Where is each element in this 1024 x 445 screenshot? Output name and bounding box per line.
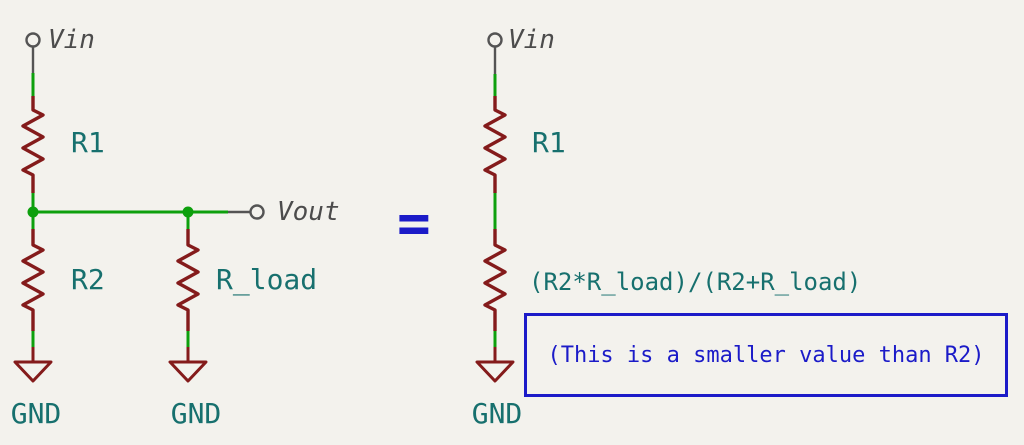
resistor-r1-symbol bbox=[21, 96, 45, 193]
junction-dot-icon bbox=[27, 206, 39, 218]
gnd-label-left-1: GND bbox=[10, 397, 62, 430]
gnd-symbol-icon bbox=[475, 347, 515, 383]
right-circuit bbox=[475, 32, 515, 383]
vin-pin-circle-icon bbox=[25, 32, 41, 48]
equals-sign: = bbox=[397, 191, 431, 256]
gnd-label-left-2: GND bbox=[170, 397, 222, 430]
gnd-symbol-icon bbox=[168, 347, 208, 383]
resistor-r2-symbol bbox=[21, 229, 45, 331]
resistor-rload-symbol bbox=[176, 229, 200, 331]
ref-label-r1-right: R1 bbox=[532, 126, 566, 159]
gnd-symbol-icon bbox=[13, 347, 53, 383]
junction-dot-icon bbox=[182, 206, 194, 218]
ref-label-rload: R_load bbox=[216, 263, 318, 296]
annotation-box: (This is a smaller value than R2) bbox=[524, 313, 1008, 397]
equivalent-resistance-formula: (R2*R_load)/(R2+R_load) bbox=[529, 268, 862, 296]
annotation-text: (This is a smaller value than R2) bbox=[547, 342, 985, 368]
vin-pin-circle-icon bbox=[487, 32, 503, 48]
vout-pin-circle-icon bbox=[249, 204, 265, 220]
left-circuit bbox=[13, 32, 265, 383]
ref-label-r2: R2 bbox=[71, 263, 105, 296]
net-label-vout: Vout bbox=[277, 197, 340, 227]
resistor-equivalent-symbol bbox=[483, 229, 507, 331]
ref-label-r1-left: R1 bbox=[71, 126, 105, 159]
net-label-vin-left: Vin bbox=[48, 25, 95, 55]
gnd-label-right: GND bbox=[471, 397, 523, 430]
net-label-vin-right: Vin bbox=[508, 25, 555, 55]
resistor-r1-symbol bbox=[483, 96, 507, 193]
